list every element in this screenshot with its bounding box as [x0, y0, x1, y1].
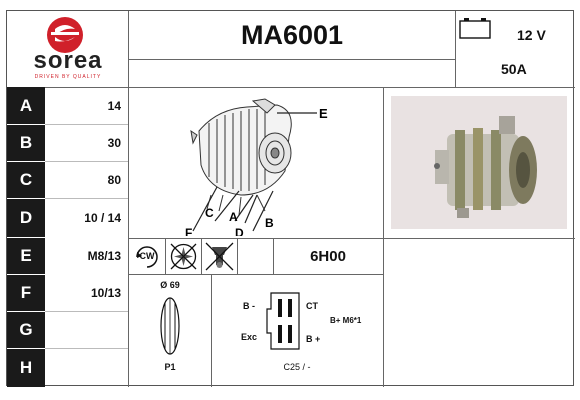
dimension-label-f: F [185, 226, 192, 236]
row-label-g: G [7, 312, 45, 348]
sorea-logo-icon [47, 17, 83, 53]
row-value-b: 30 [107, 136, 121, 150]
alternator-sketch-icon: E C A B F D [185, 98, 328, 240]
alternator-dimension-drawing: E C A B F D [157, 91, 377, 240]
row-value-e: M8/13 [87, 249, 121, 263]
terminal-b-plus-thread: B+ M6*1 [330, 316, 362, 325]
pulley-diameter: Ø 69 [160, 280, 180, 290]
terminal-exc: Exc [241, 332, 258, 342]
part-number: MA6001 [240, 19, 344, 50]
terminal-b-minus: B - [243, 301, 255, 311]
no-fan-icon [166, 239, 201, 274]
logo-tagline: DRIVEN BY QUALITY [34, 74, 102, 80]
row-label-b: B [7, 125, 45, 161]
row-value-f: 10/13 [90, 286, 121, 300]
row-value-c: 80 [107, 173, 121, 187]
row-value-h [45, 349, 127, 387]
row-label-a: A [7, 87, 45, 124]
dimension-label-e: E [319, 106, 328, 121]
rotation-direction: CW [139, 251, 155, 261]
alternator-photo [391, 96, 567, 229]
connector-code: C25 / - [283, 362, 311, 372]
terminal-ct: CT [306, 301, 318, 311]
row-label-d: D [7, 199, 45, 237]
row-label-h: H [7, 349, 45, 387]
dimension-label-b: B [265, 216, 274, 230]
row-label-e: E [7, 238, 45, 274]
row-value-d: 10 / 14 [84, 211, 121, 225]
connector-plug-icon [265, 289, 305, 353]
dimension-label-c: C [205, 206, 214, 220]
amperage-value: 50A [501, 61, 527, 77]
voltage-value: 12 V [517, 27, 546, 43]
pulley-icon [155, 295, 185, 357]
dimension-label-d: D [235, 226, 244, 236]
row-value-a: 14 [107, 98, 121, 113]
product-sheet: sorea DRIVEN BY QUALITY MA6001 12 V 50A … [6, 10, 575, 387]
rotation-cw-icon: CW [129, 239, 165, 274]
battery-icon [459, 17, 491, 44]
row-label-c: C [7, 162, 45, 198]
logo-text: sorea [33, 47, 103, 74]
terminal-b-plus: B + [306, 334, 321, 344]
dimension-label-a: A [229, 210, 238, 224]
clock-position: 6H00 [310, 248, 346, 265]
pulley-type: P1 [164, 362, 176, 372]
no-pump-icon [202, 239, 237, 274]
alternator-photo-icon [391, 96, 567, 229]
row-label-f: F [7, 275, 45, 311]
row-value-g [45, 312, 127, 348]
brand-logo: sorea DRIVEN BY QUALITY [7, 11, 129, 87]
